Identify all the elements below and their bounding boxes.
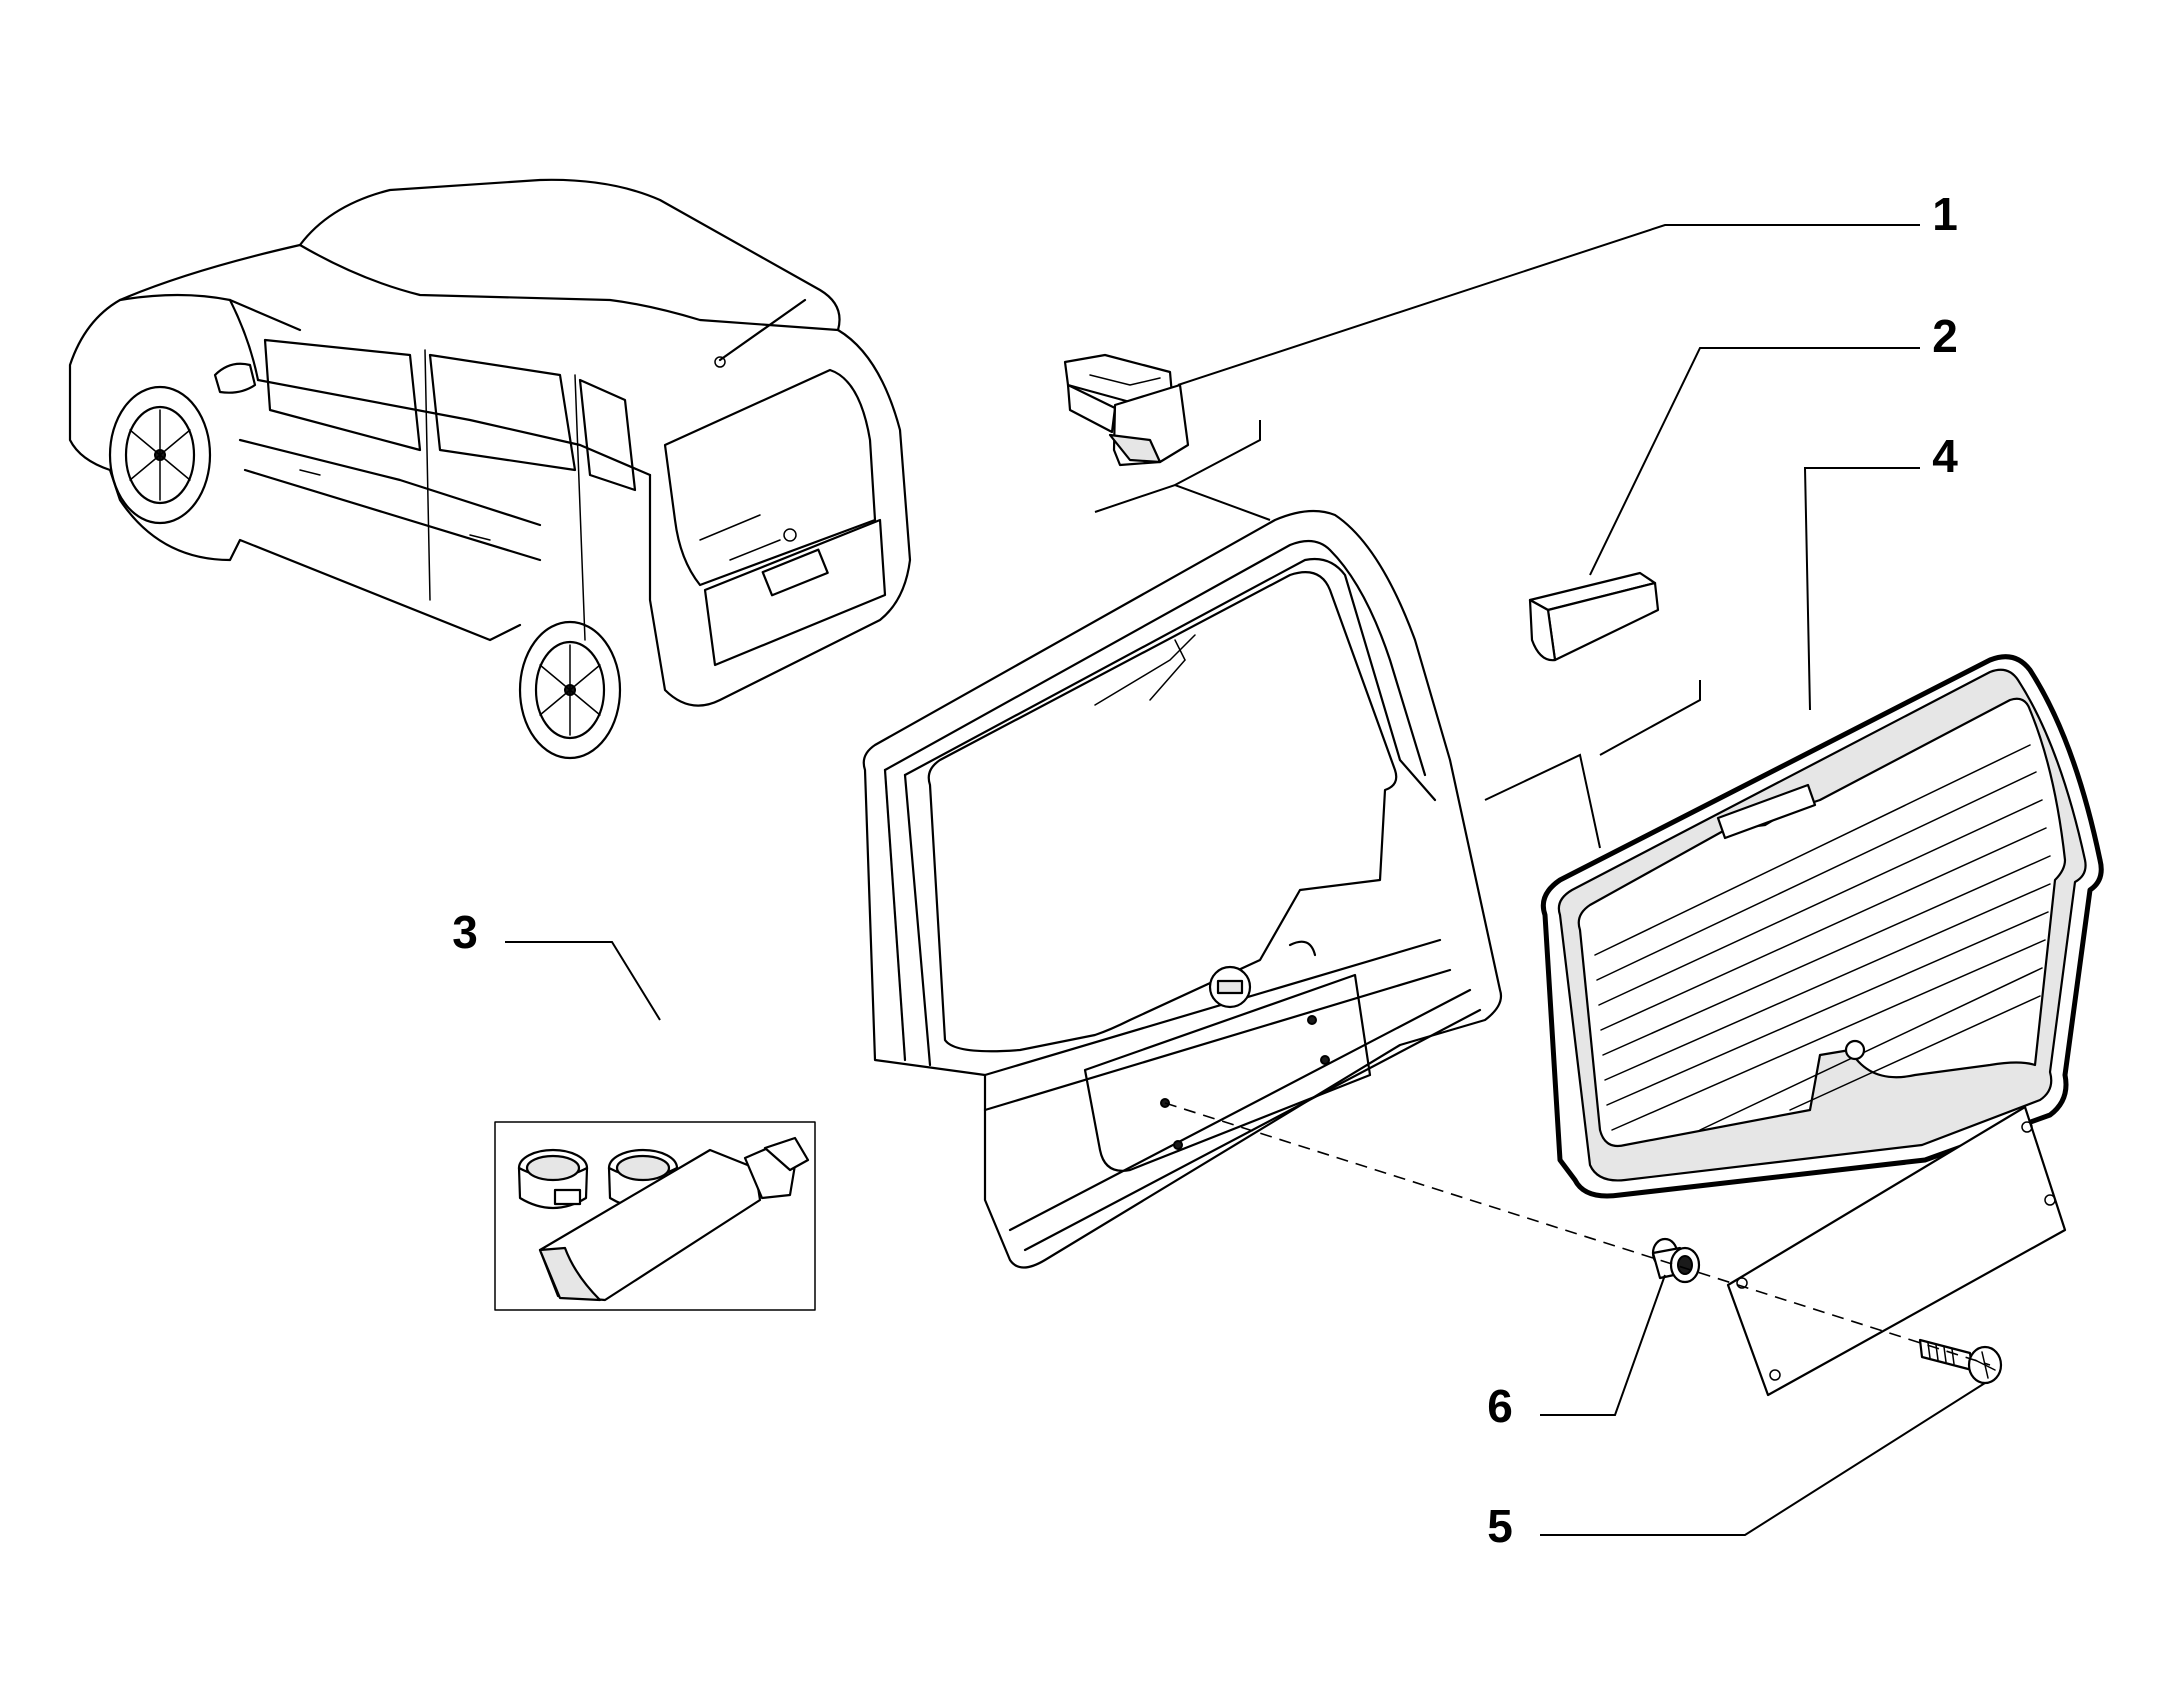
assembly-axis — [1164, 1102, 1991, 1366]
part-6-bush — [1651, 1237, 1701, 1284]
callout-4: 4 — [1932, 430, 1958, 482]
callout-3: 3 — [452, 906, 478, 958]
kit-frame — [494, 1121, 816, 1311]
callout-2: 2 — [1932, 310, 1958, 362]
part-2-block — [1528, 571, 1660, 662]
defroster-lines — [1594, 744, 2051, 1131]
tailgate-illustration — [862, 509, 1503, 1269]
part-1-bracket — [1063, 353, 1190, 467]
license-plate-piece — [1726, 1105, 2067, 1397]
part-4-window — [1540, 654, 2104, 1199]
part-3-kit — [494, 1121, 816, 1311]
callout-6: 6 — [1487, 1380, 1513, 1432]
car-overview-illustration — [68, 178, 912, 760]
callout-1: 1 — [1932, 188, 1958, 240]
leader-lines — [505, 224, 1986, 1536]
callout-5: 5 — [1487, 1500, 1513, 1552]
